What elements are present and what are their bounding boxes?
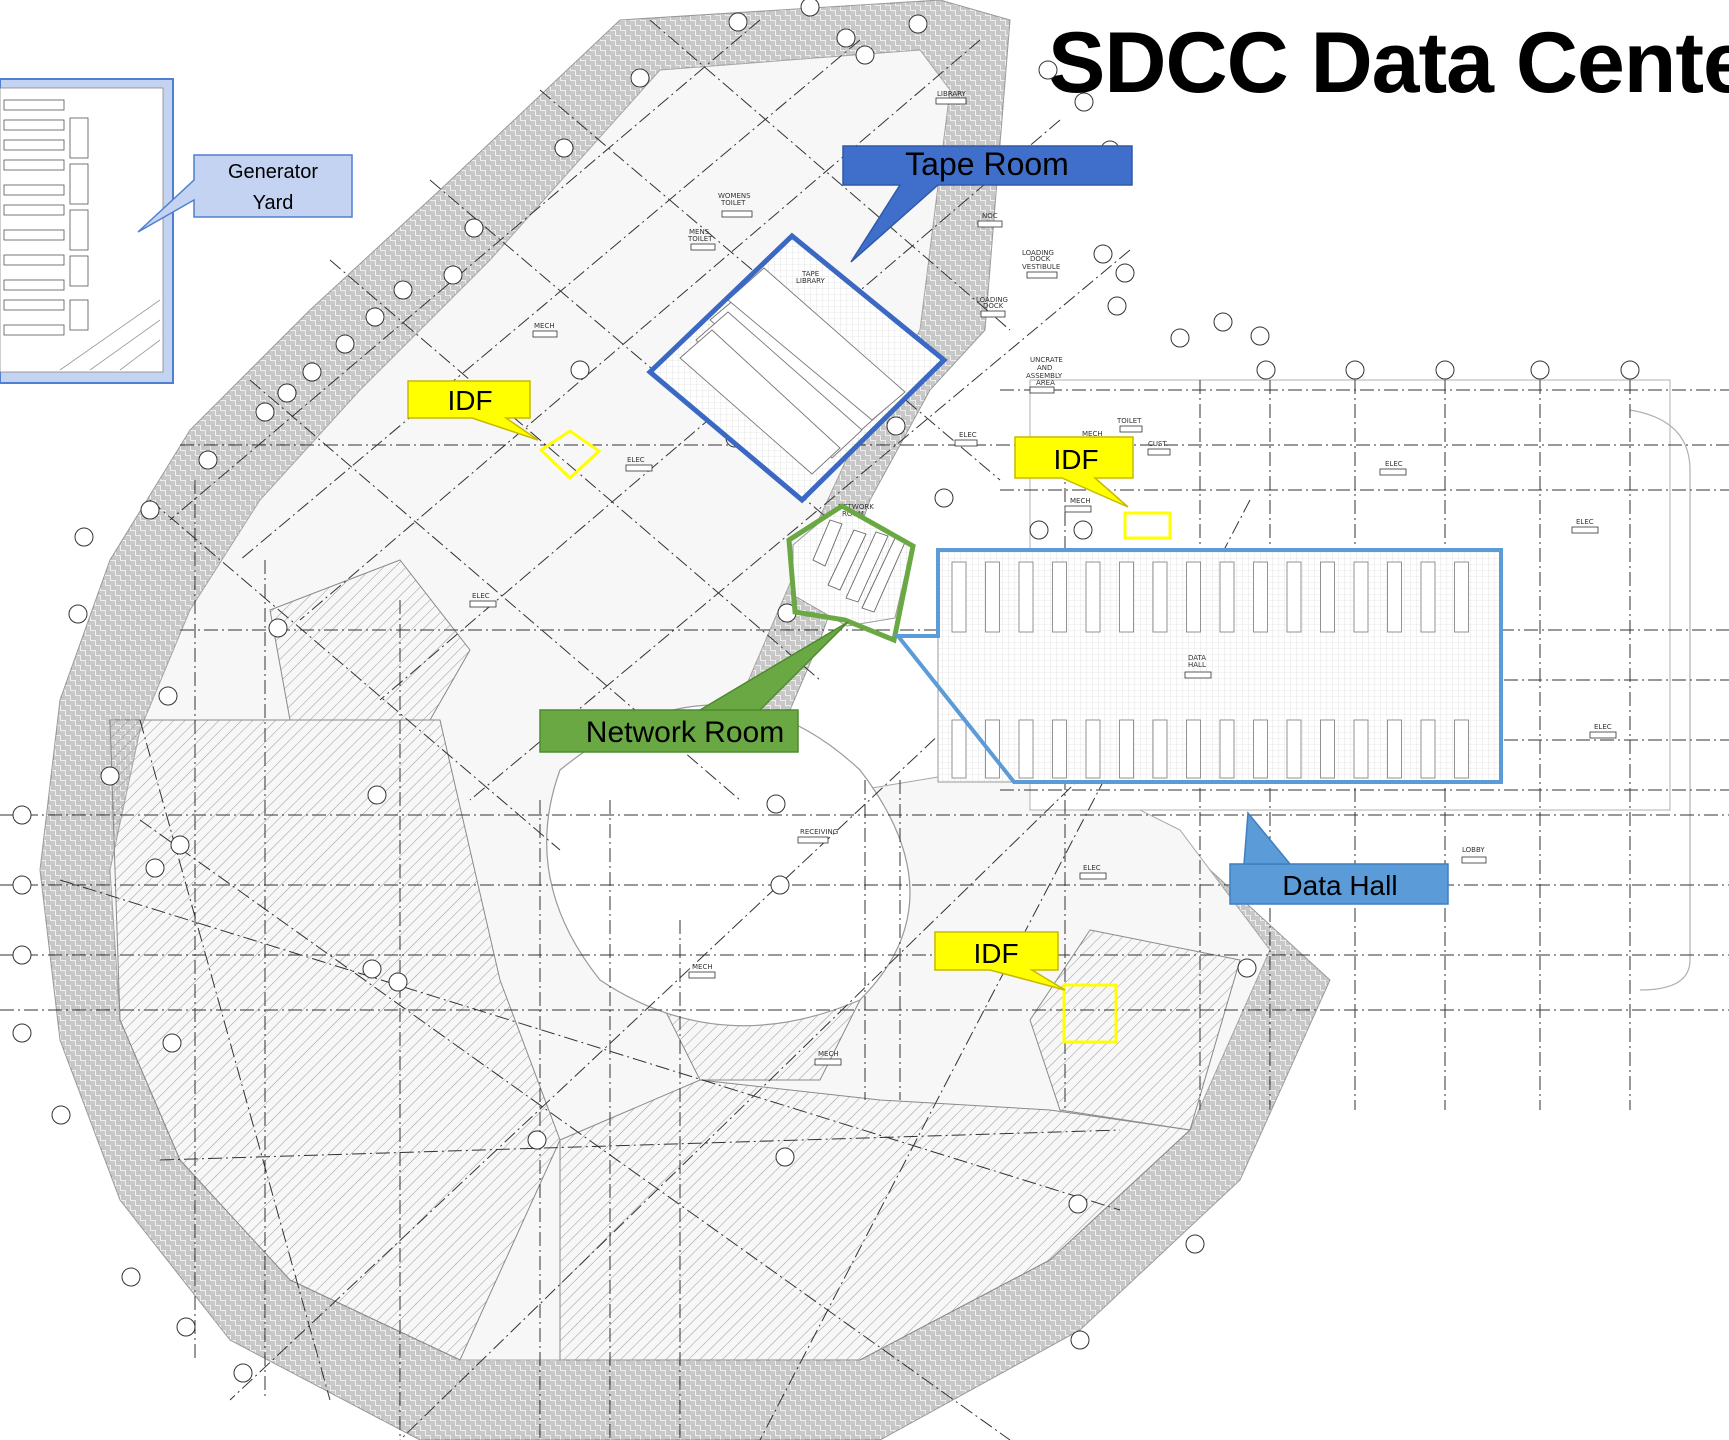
rack-row [1085,719,1101,779]
svg-text:UNCRATE: UNCRATE [1030,356,1063,364]
rack-row [1119,561,1134,633]
idf-label-3: IDF [973,938,1018,969]
svg-text:HALL: HALL [1188,661,1206,669]
svg-text:MECH: MECH [1070,497,1091,505]
svg-text:VESTIBULE: VESTIBULE [1022,263,1060,271]
rack-row [1219,719,1235,779]
network-room-highlight: Network Room [539,503,916,753]
svg-text:ELEC: ELEC [1594,723,1612,731]
rack-row [1186,719,1201,779]
svg-text:MECH: MECH [818,1050,839,1058]
rack-row [1286,719,1302,779]
svg-text:ELEC: ELEC [472,592,490,600]
generator-yard-label-line2: Yard [253,192,294,214]
svg-text:LOBBY: LOBBY [1462,846,1485,854]
rack-row [1052,719,1067,779]
data-hall-label: Data Hall [1282,870,1397,901]
idf-label-1: IDF [447,385,492,416]
rack-row [1420,561,1436,633]
idf-marker-3: IDF [934,931,1118,1044]
rack-row [1420,719,1436,779]
rack-row [1152,719,1168,779]
svg-text:ELEC: ELEC [1576,518,1594,526]
svg-text:MECH: MECH [534,322,555,330]
rack-row [951,561,967,633]
data-hall-highlight: Data Hall [893,548,1503,905]
svg-text:TOILET: TOILET [687,235,713,243]
svg-text:MECH: MECH [1082,430,1103,438]
rack-row [1454,561,1469,633]
rack-row [1018,561,1034,633]
svg-text:LIBRARY: LIBRARY [937,90,967,98]
svg-text:AND: AND [1037,364,1052,372]
data-hall-area [937,549,1502,783]
rack-row [1320,561,1335,633]
svg-text:DOCK: DOCK [1030,255,1051,263]
svg-text:WOMENS: WOMENS [718,192,751,200]
rack-row [1286,561,1302,633]
rack-row [1152,561,1168,633]
svg-text:NOC: NOC [982,212,998,220]
rack-row [1353,719,1369,779]
rack-row [951,719,967,779]
svg-text:TAPE: TAPE [801,270,819,278]
tape-room-label: Tape Room [905,146,1069,182]
svg-text:TOILET: TOILET [1116,417,1142,425]
rack-row [1119,719,1134,779]
rack-row [1052,561,1067,633]
svg-text:TOILET: TOILET [720,199,746,207]
svg-text:ELEC: ELEC [1083,864,1101,872]
svg-text:DOCK: DOCK [983,302,1004,310]
network-room-label: Network Room [586,716,784,749]
svg-text:ELEC: ELEC [959,431,977,439]
idf-marker-2: IDF [1014,436,1172,540]
svg-text:CUST.: CUST. [1148,440,1168,448]
rack-row [1454,719,1469,779]
rack-row [1387,561,1402,633]
rack-row [1186,561,1201,633]
rack-row [1219,561,1235,633]
rack-row [985,561,1000,633]
svg-text:DATA: DATA [1188,654,1206,662]
svg-text:LOADING: LOADING [976,296,1008,304]
rack-row [1085,561,1101,633]
svg-text:RECEIVING: RECEIVING [800,828,838,836]
generator-yard-inset [0,78,174,384]
generator-yard-label-line1: Generator [228,161,318,183]
svg-text:LIBRARY: LIBRARY [796,277,826,285]
svg-text:NETWORK: NETWORK [838,503,874,511]
svg-text:ASSEMBLY: ASSEMBLY [1026,372,1063,380]
svg-text:AREA: AREA [1036,379,1055,387]
svg-text:LOADING: LOADING [1022,249,1054,257]
rack-row [1353,561,1369,633]
idf-marker-1: IDF [407,380,602,481]
idf-label-2: IDF [1053,444,1098,475]
generator-yard-callout: Generator Yard [137,154,353,233]
room-labels: LIBRARY WOMENS TOILET MENS TOILET NOC LO… [469,90,1617,1066]
svg-text:ELEC: ELEC [1385,460,1403,468]
page-title: SDCC Data Center [1048,15,1729,111]
rack-row [1253,561,1268,633]
rack-row [1018,719,1034,779]
tape-room-highlight: Tape Room [646,145,1133,504]
svg-text:ELEC: ELEC [627,456,645,464]
svg-text:MECH: MECH [692,963,713,971]
rack-row [1320,719,1335,779]
rack-row [1253,719,1268,779]
rack-row [1387,719,1402,779]
network-room-area [792,504,913,627]
svg-text:MENS: MENS [689,228,710,236]
